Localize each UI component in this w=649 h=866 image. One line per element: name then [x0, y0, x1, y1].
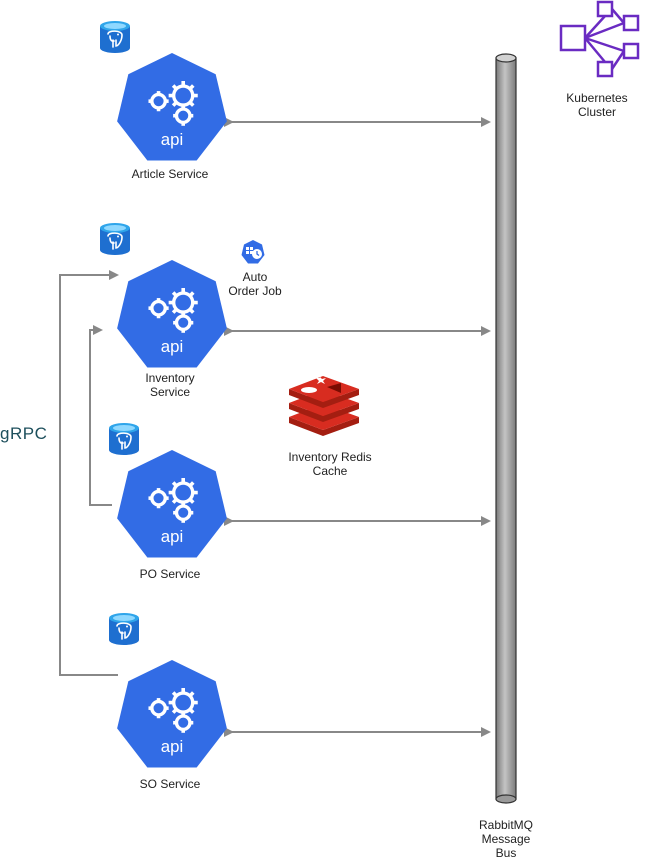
auto-order-job-label: Auto Order Job — [228, 270, 282, 298]
redis-icon — [289, 376, 359, 436]
inventory-api-icon — [115, 258, 229, 370]
po-service-label: PO Service — [139, 567, 201, 581]
inventory-service-label: Inventory Service — [145, 371, 195, 399]
grpc-logo: gRPC — [0, 424, 47, 444]
grpc-label: gRPC — [0, 424, 48, 443]
bus-arrows — [224, 117, 491, 737]
article-service-label: Article Service — [131, 167, 209, 181]
message-bus-label: RabbitMQ Message Bus — [478, 818, 534, 860]
so-db-icon — [108, 612, 140, 646]
inventory-db-icon — [99, 222, 131, 256]
article-api-icon — [115, 51, 229, 163]
so-service-label: SO Service — [139, 777, 201, 791]
grpc-connector — [59, 270, 119, 676]
po-db-icon — [108, 422, 140, 456]
article-db-icon — [99, 20, 131, 54]
redis-cache-label: Inventory Redis Cache — [288, 450, 372, 478]
cronjob-icon — [241, 240, 265, 264]
message-bus-cylinder — [495, 53, 517, 804]
kubernetes-cluster-label: Kubernetes Cluster — [566, 91, 628, 119]
po-api-icon — [115, 448, 229, 560]
kubernetes-cluster-icon — [559, 0, 640, 78]
so-api-icon — [115, 658, 229, 770]
